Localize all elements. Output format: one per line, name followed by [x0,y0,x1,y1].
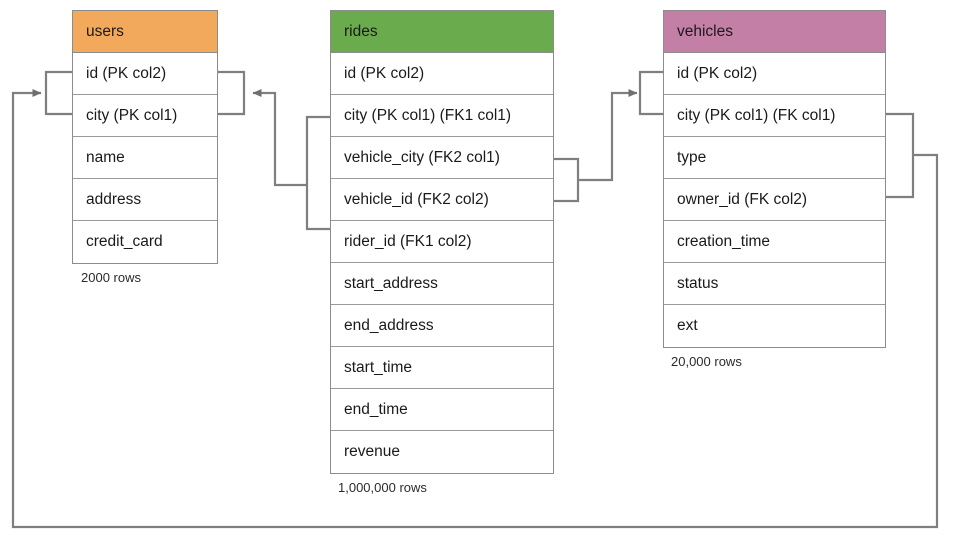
table-vehicles-column-ext[interactable]: ext [664,305,885,347]
table-rides-header: rides [331,11,553,53]
table-rides-column-end-time[interactable]: end_time [331,389,553,431]
vehicles-left-bracket [638,70,664,116]
table-users-column-address[interactable]: address [73,179,217,221]
table-rides-column-revenue[interactable]: revenue [331,431,553,473]
table-vehicles-column-owner-id[interactable]: owner_id (FK col2) [664,179,885,221]
table-rides-column-city[interactable]: city (PK col1) (FK1 col1) [331,95,553,137]
table-users-column-name[interactable]: name [73,137,217,179]
rides-fk2-bracket [554,157,580,203]
table-vehicles-column-id[interactable]: id (PK col2) [664,53,885,95]
table-vehicles-column-city[interactable]: city (PK col1) (FK col1) [664,95,885,137]
table-rides-column-start-time[interactable]: start_time [331,347,553,389]
table-users-row-count: 2000 rows [81,270,141,285]
table-rides-column-vehicle-id[interactable]: vehicle_id (FK2 col2) [331,179,553,221]
table-users-column-city[interactable]: city (PK col1) [73,95,217,137]
table-rides-column-start-address[interactable]: start_address [331,263,553,305]
table-vehicles-column-creation-time[interactable]: creation_time [664,221,885,263]
table-vehicles-row-count: 20,000 rows [671,354,742,369]
users-right-bracket [217,70,246,116]
table-users-column-id[interactable]: id (PK col2) [73,53,217,95]
table-vehicles[interactable]: vehicles id (PK col2) city (PK col1) (FK… [663,10,886,348]
table-users-column-credit-card[interactable]: credit_card [73,221,217,263]
users-left-bracket [44,70,73,116]
table-users-header: users [73,11,217,53]
rides-fk1-bracket [305,115,331,231]
table-rides-column-vehicle-city[interactable]: vehicle_city (FK2 col1) [331,137,553,179]
table-rides-column-id[interactable]: id (PK col2) [331,53,553,95]
table-rides-column-end-address[interactable]: end_address [331,305,553,347]
edge-rides-fk1-to-users [252,89,307,187]
table-rides[interactable]: rides id (PK col2) city (PK col1) (FK1 c… [330,10,554,474]
table-rides-column-rider-id[interactable]: rider_id (FK1 col2) [331,221,553,263]
table-users[interactable]: users id (PK col2) city (PK col1) name a… [72,10,218,264]
table-vehicles-column-status[interactable]: status [664,263,885,305]
table-vehicles-header: vehicles [664,11,885,53]
table-rides-row-count: 1,000,000 rows [338,480,427,495]
vehicles-right-bracket [886,112,915,199]
table-vehicles-column-type[interactable]: type [664,137,885,179]
edge-rides-fk2-to-vehicles [578,89,638,182]
